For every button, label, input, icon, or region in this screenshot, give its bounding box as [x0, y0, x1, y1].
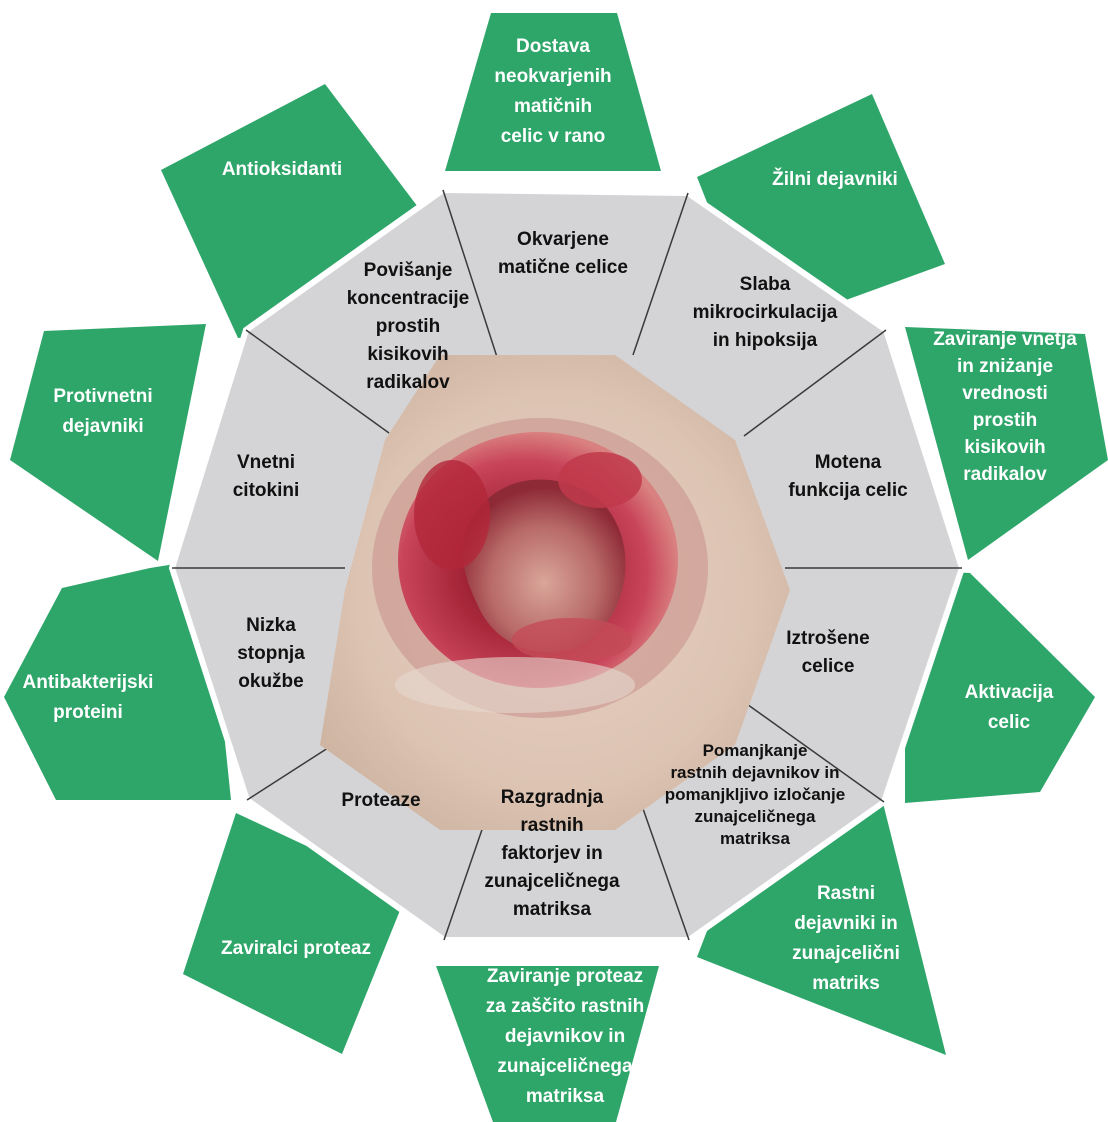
inner-label-line: okužbe: [238, 671, 303, 692]
inner-label-line: zunajceličnega: [484, 871, 620, 892]
outer-label-line: Protivnetni: [53, 386, 152, 407]
outer-label-line: za zaščito rastnih: [486, 996, 644, 1017]
outer-label-line: Antibakterijski: [23, 672, 154, 693]
wound-photo-granulation: [512, 618, 632, 662]
outer-label-line: Rastni: [817, 883, 875, 904]
inner-label-line: pomanjkljivo izločanje: [665, 785, 845, 804]
outer-label-line: Žilni dejavniki: [772, 168, 898, 190]
inner-label-line: stopnja: [237, 643, 305, 664]
inner-label-line: Okvarjene: [517, 229, 609, 250]
outer-label-line: prostih: [973, 410, 1037, 431]
inner-label-line: rastnih: [520, 815, 583, 836]
outer-label-line: Zaviranje vnetja: [933, 329, 1077, 350]
wound-photo-slough: [395, 657, 635, 713]
inner-label-line: Nizka: [246, 615, 296, 636]
outer-label-line: zunajceličnega: [497, 1056, 633, 1077]
outer-label-line: Zaviranje proteaz: [487, 966, 643, 987]
outer-label-line: Aktivacija: [965, 682, 1054, 703]
inner-label-line: Iztrošene: [786, 628, 869, 649]
inner-label-line: Slaba: [740, 274, 791, 295]
inner-label-proteaze: Proteaze: [341, 790, 420, 811]
outer-label-line: proteini: [53, 702, 123, 723]
inner-label-line: matične celice: [498, 257, 628, 278]
inner-label-line: funkcija celic: [788, 480, 908, 501]
outer-label-line: in zniżanje: [957, 356, 1053, 377]
inner-label-line: Vnetni: [237, 452, 295, 473]
outer-label-line: kisikovih: [964, 437, 1045, 458]
outer-label-line: dejavniki: [62, 416, 143, 437]
outer-label-line: dejavnikov in: [505, 1026, 625, 1047]
inner-label-line: zunajceličnega: [695, 807, 816, 826]
outer-label-line: zunajcelični: [792, 943, 900, 964]
inner-label-line: Motena: [815, 452, 882, 473]
outer-label-zaviralci: Zaviralci proteaz: [221, 938, 371, 959]
outer-label-line: matriks: [812, 973, 880, 994]
inner-label-line: matriksa: [513, 899, 592, 920]
outer-label-line: neokvarjenih: [494, 66, 611, 87]
inner-label-line: Razgradnja: [501, 787, 604, 808]
inner-label-line: matriksa: [720, 829, 790, 848]
inner-label-line: in hipoksija: [713, 330, 818, 351]
outer-label-antioksidanti: Antioksidanti: [222, 159, 342, 180]
outer-label-line: Dostava: [516, 36, 590, 57]
inner-label-line: prostih: [376, 316, 440, 337]
inner-label-line: koncentracije: [347, 288, 470, 309]
inner-label-line: citokini: [233, 480, 300, 501]
inner-label-line: Proteaze: [341, 790, 420, 811]
inner-label-line: Pomanjkanje: [703, 741, 808, 760]
outer-label-line: dejavniki in: [794, 913, 897, 934]
inner-label-line: celice: [802, 656, 855, 677]
inner-label-line: kisikovih: [367, 344, 448, 365]
inner-label-line: Povišanje: [364, 260, 453, 281]
inner-label-nizka: Nizka stopnja okužbe: [237, 615, 305, 692]
outer-petal-protivnetni: [10, 324, 206, 561]
outer-label-line: radikalov: [963, 464, 1047, 485]
inner-label-line: rastnih dejavnikov in: [670, 763, 839, 782]
wound-photo-granulation: [558, 452, 642, 508]
outer-label-line: vrednosti: [962, 383, 1048, 404]
outer-label-zilni: Žilni dejavniki: [772, 168, 898, 190]
outer-label-line: celic: [988, 712, 1031, 733]
wound-photo-granulation: [414, 460, 490, 570]
outer-label-line: celic v rano: [501, 126, 606, 147]
inner-label-line: faktorjev in: [501, 843, 602, 864]
inner-label-line: mikrocirkulacija: [693, 302, 838, 323]
outer-label-line: matičnih: [514, 96, 592, 117]
inner-label-line: radikalov: [366, 372, 450, 393]
outer-label-line: Antioksidanti: [222, 159, 342, 180]
outer-label-line: matriksa: [526, 1086, 605, 1107]
outer-label-line: Zaviralci proteaz: [221, 938, 371, 959]
